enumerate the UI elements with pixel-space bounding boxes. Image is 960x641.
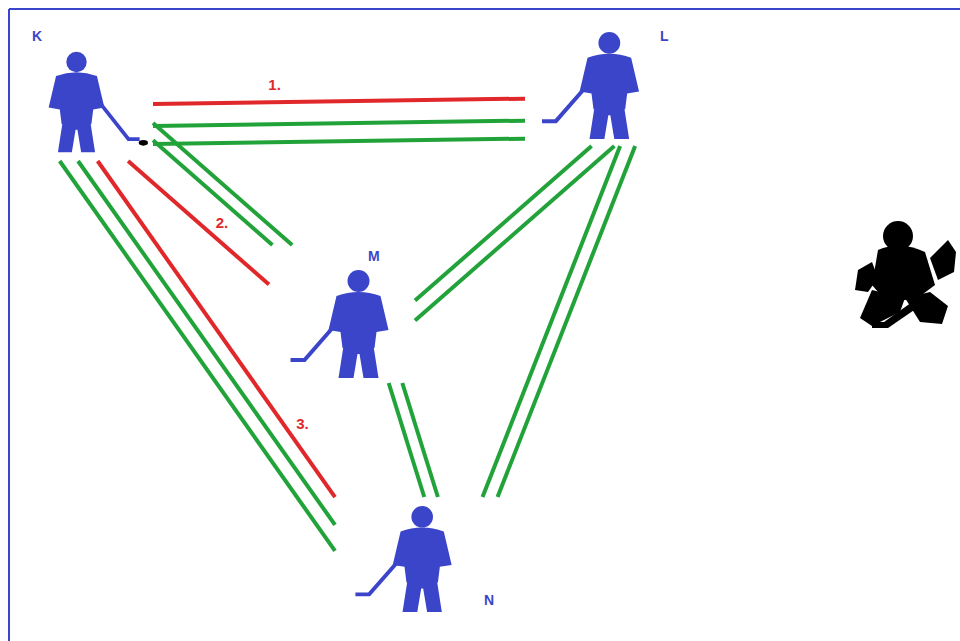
player-letter: N	[484, 592, 494, 609]
lane-stroke	[153, 139, 525, 144]
lane-stroke	[153, 99, 525, 104]
passing-lane	[483, 146, 636, 497]
callout-number: 3.	[294, 415, 311, 432]
lane-stroke	[153, 121, 525, 126]
callout-number: 1.	[266, 76, 283, 93]
player-letter: M	[368, 248, 380, 265]
callout-number: 2.	[214, 214, 231, 231]
lane-stroke	[415, 146, 592, 301]
skater-silhouette	[540, 30, 644, 141]
lane-stroke	[402, 383, 438, 497]
player-node: M	[272, 248, 412, 380]
lane-stroke	[78, 161, 335, 525]
lane-stroke	[60, 161, 335, 551]
lane-stroke	[153, 140, 272, 245]
passing-lane	[389, 383, 438, 497]
pass-line	[153, 99, 525, 104]
skater-silhouette	[288, 268, 394, 380]
player-letter: K	[32, 28, 42, 45]
skater-silhouette	[352, 504, 458, 614]
lane-stroke	[153, 123, 292, 245]
lane-stroke	[98, 161, 335, 497]
frame-line	[8, 9, 10, 641]
passing-lane	[153, 123, 292, 245]
skater-silhouette	[44, 48, 148, 156]
player-node: K	[30, 28, 150, 158]
player-letter: L	[660, 28, 669, 45]
passing-lane	[153, 121, 525, 144]
goalie-silhouette	[855, 221, 956, 328]
player-node: N	[338, 500, 498, 615]
lane-stroke	[483, 146, 621, 497]
passing-lane	[60, 161, 335, 551]
lane-stroke	[498, 146, 636, 497]
player-node: L	[528, 28, 678, 143]
pass-line	[98, 161, 335, 497]
frame-line	[9, 8, 960, 10]
